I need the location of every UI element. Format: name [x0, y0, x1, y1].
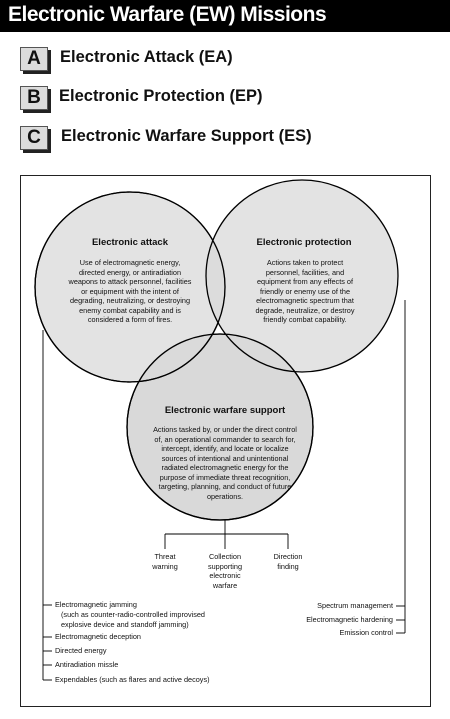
protection-items-connector	[396, 300, 406, 634]
mission-letter-badge: B	[20, 86, 48, 110]
protection-title: Electronic protection	[256, 237, 352, 248]
diagram-panel	[20, 175, 431, 707]
support-items-connector	[164, 520, 289, 549]
attack-description: Use of electromagnetic energy, directed …	[68, 258, 192, 324]
attack-item-jamming-detail: (such as counter-radio-controlled improv…	[61, 610, 205, 619]
protection-item-emission-control: Emission control	[339, 628, 393, 637]
support-item-direction-finding: Direction finding	[273, 552, 303, 571]
support-item-collection: Collection supporting electronic warfare	[207, 552, 243, 590]
mission-letter-badge: A	[20, 47, 48, 71]
protection-circle	[205, 179, 399, 373]
mission-label: Electronic Protection (EP)	[59, 87, 263, 105]
attack-item-electromagnetic-jamming: Electromagnetic jamming	[55, 600, 137, 609]
page-title: Electronic Warfare (EW) Missions	[8, 3, 327, 26]
attack-item-jamming-detail: explosive device and standoff jamming)	[61, 620, 189, 629]
protection-item-electromagnetic-hardening: Electromagnetic hardening	[306, 615, 393, 624]
protection-description: Actions taken to protect personnel, faci…	[255, 258, 355, 324]
mission-label: Electronic Attack (EA)	[60, 48, 233, 66]
support-item-threat-warning: Threat warning	[152, 552, 178, 571]
mission-letter-badge: C	[20, 126, 48, 150]
protection-item-spectrum-management: Spectrum management	[317, 601, 393, 610]
attack-item-expendables: Expendables (such as flares and active d…	[55, 675, 210, 684]
support-description: Actions tasked by, or under the direct c…	[153, 425, 297, 501]
mission-label: Electronic Warfare Support (ES)	[61, 127, 312, 145]
attack-item-electromagnetic-deception: Electromagnetic deception	[55, 632, 141, 641]
attack-items-connector	[42, 330, 52, 681]
attack-item-directed-energy: Directed energy	[55, 646, 107, 655]
attack-item-antiradiation-missile: Antiradiation missle	[55, 660, 119, 669]
title-bar: Electronic Warfare (EW) Missions	[0, 0, 450, 32]
attack-title: Electronic attack	[91, 237, 169, 248]
support-title: Electronic warfare support	[164, 405, 286, 416]
